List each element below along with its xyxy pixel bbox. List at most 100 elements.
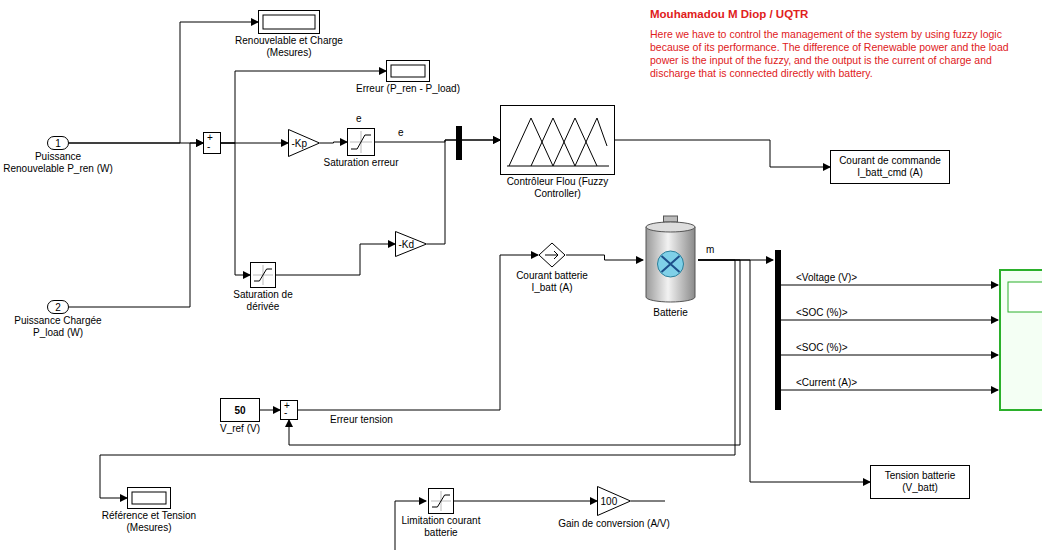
battery-top (646, 222, 695, 232)
sum-sign: - (207, 141, 210, 153)
block-caption: Puissance Chargée P_load (W) (3, 315, 113, 339)
block-text: Courant de commande I_batt_cmd (A) (839, 155, 941, 178)
membership-triangle (509, 118, 553, 166)
current-arrow (545, 251, 558, 259)
connector-label: Erreur tension (328, 414, 395, 426)
sum-block: +- (203, 132, 221, 154)
membership-triangle (553, 118, 597, 166)
bus-signal-label: <SOC (%)> (796, 342, 848, 354)
gain-block: 100Gain de conversion (A/V) (597, 486, 631, 516)
signal-connector (276, 244, 395, 275)
membership-functions (501, 106, 614, 174)
signal-connector (566, 255, 643, 260)
block-caption: Erreur (P_ren - P_load) (348, 83, 468, 95)
constant-block: 50V_ref (V) (220, 398, 260, 422)
gain-outline (598, 487, 631, 516)
scope-block: Erreur (P_ren - P_load) (386, 60, 430, 82)
bus-signal-label: <SOC (%)> (796, 307, 848, 319)
block-text: -Kd (395, 231, 427, 257)
scope-display (263, 15, 315, 29)
sum-block: +- (280, 400, 298, 420)
block-caption: Saturation erreur (316, 157, 406, 169)
goto-block: Courant de commande I_batt_cmd (A) (830, 150, 950, 184)
signal-connector (615, 140, 830, 167)
block-caption: Limitation courant batterie (396, 515, 486, 539)
battery-drawing (643, 215, 698, 305)
gain-outline (289, 130, 320, 157)
saturation-line (254, 269, 272, 281)
diagram-title: Mouhamadou M Diop / UQTR (650, 8, 808, 20)
scope-screen (128, 488, 170, 508)
saturation-curve (429, 489, 453, 513)
saturation-axes (350, 131, 372, 153)
signal-connector (298, 255, 538, 410)
block-text: 1 (48, 137, 68, 149)
block-caption: Batterie (631, 307, 711, 319)
membership-base (507, 166, 609, 167)
inport-block: 1Puissance Renouvelable P_ren (W) (47, 136, 69, 150)
inport-block: 2Puissance Chargée P_load (W) (47, 300, 69, 314)
annotation-note: Here we have to control the management o… (650, 28, 1022, 80)
signal-connector (221, 143, 250, 275)
signal-connector (320, 142, 347, 143)
saturation-block: Limitation courant batterie (428, 488, 454, 514)
current-source: Courant batterie I_batt (A) (538, 242, 566, 268)
signal-connector (454, 501, 597, 502)
saturation-axes (431, 491, 451, 511)
membership-triangle (575, 118, 607, 166)
current-source-symbol (538, 242, 566, 268)
block-caption: Contrôleur Flou (Fuzzy Controller) (493, 176, 623, 200)
saturation-curve (251, 263, 275, 287)
block-caption: Puissance Renouvelable P_ren (W) (3, 151, 113, 175)
sum-sign: - (284, 407, 287, 419)
scope-display (132, 492, 166, 504)
block-caption: Gain de conversion (A/V) (554, 518, 674, 530)
scope-block: Référence et Tension (Mesures) (127, 487, 171, 509)
signal-connector (427, 140, 500, 244)
battery-terminal (664, 216, 678, 222)
block-text: 100 (597, 486, 631, 516)
signal-connector (69, 143, 203, 144)
block-text: 2 (48, 301, 68, 313)
signal-label: e (356, 113, 362, 125)
battery-icon-mark (662, 256, 680, 272)
fuzzy-controller: Contrôleur Flou (Fuzzy Controller) (500, 105, 615, 175)
bus-signal-label: <Current (A)> (796, 377, 857, 389)
signal-connector (260, 410, 280, 411)
port-label: m (706, 244, 714, 256)
scope-screen (387, 61, 429, 81)
gain-block: -Kp (288, 129, 320, 157)
block-caption: Saturation de dérivée (228, 289, 298, 313)
block-caption: V_ref (V) (205, 423, 275, 435)
gain-block: -Kd (395, 231, 427, 257)
mux-bar (775, 250, 781, 410)
gain-outline (396, 232, 427, 257)
saturation-axes (253, 265, 273, 285)
bus-signal-label: <Voltage (V)> (796, 272, 857, 284)
signal-connector (698, 260, 870, 482)
scope-display (391, 65, 425, 77)
battery-icon (658, 251, 684, 277)
block-caption: Renouvelable et Charge (Mesures) (219, 35, 359, 59)
scope-block: Renouvelable et Charge (Mesures) (258, 10, 320, 34)
battery-body (646, 227, 695, 302)
saturation-line (351, 135, 371, 149)
mux-bar (456, 126, 462, 160)
block-text: -Kp (288, 129, 320, 157)
signal-label: e (398, 127, 404, 139)
membership-triangle (531, 118, 575, 166)
block-text: Tension batterie (V_batt) (885, 470, 956, 493)
saturation-line (432, 495, 450, 507)
saturation-curve (348, 129, 374, 155)
block-caption: Référence et Tension (Mesures) (94, 510, 204, 534)
signal-connector (100, 260, 735, 498)
goto-block: Tension batterie (V_batt) (870, 465, 970, 499)
signal-connector (69, 22, 258, 143)
battery-block: Batterie (643, 215, 698, 305)
block-text: 50 (221, 399, 259, 421)
scope-block (1000, 270, 1042, 410)
block-caption: Courant batterie I_batt (A) (507, 270, 597, 294)
saturation-block: Saturation de dérivée (250, 262, 276, 288)
saturation-block: Saturation erreur (347, 128, 375, 156)
bus-wires (395, 285, 998, 550)
